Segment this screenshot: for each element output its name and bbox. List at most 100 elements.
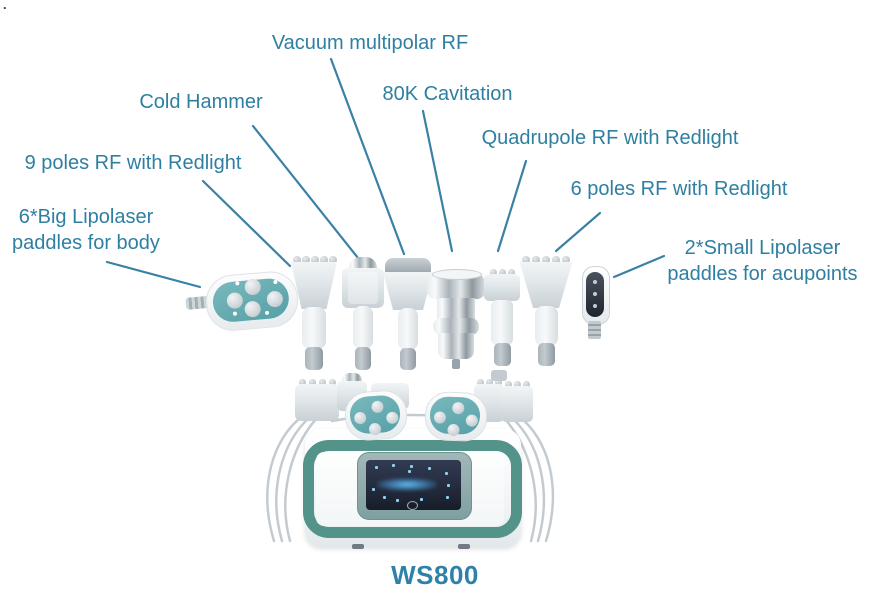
electrode-bump — [514, 381, 521, 388]
electrode-bump — [499, 269, 506, 276]
screen-ui-element — [392, 464, 395, 467]
screen-glow — [377, 478, 437, 491]
handpiece-handle — [491, 300, 513, 345]
cable-left — [284, 417, 318, 543]
cable-right — [509, 415, 546, 543]
docked-handpiece-head — [501, 381, 533, 423]
electrode-bump — [319, 379, 326, 386]
leader-line-quadrupole-rf — [496, 159, 528, 253]
cable-right — [515, 413, 555, 543]
small-paddle-connector — [588, 321, 601, 339]
electrode-bump — [329, 379, 336, 386]
handpiece-big-lipolaser-paddle — [184, 267, 301, 337]
screen-ui-element — [428, 467, 431, 470]
screen-ui-element — [372, 488, 375, 491]
screen-ui-element — [383, 496, 386, 499]
machine-teal-frame — [303, 440, 522, 538]
docked-handpiece-head — [295, 379, 339, 421]
screen-home-button — [407, 501, 418, 510]
electrode-bump — [477, 379, 484, 386]
cable-left — [266, 413, 306, 543]
handpiece-head — [519, 262, 573, 308]
cavitation-plate — [432, 269, 482, 280]
handpiece-tip — [305, 347, 323, 370]
leader-line-big-lipolaser — [105, 260, 202, 289]
handpiece-quadrupole-rf — [484, 269, 520, 367]
leader-line-small-lipolaser — [612, 254, 666, 279]
cavitation-neck — [437, 298, 475, 319]
product-model-name: WS800 — [391, 560, 479, 590]
docked-head-cap — [342, 373, 362, 383]
handpiece-cold-hammer — [342, 257, 384, 370]
handpiece-head — [484, 274, 520, 301]
screen-ui-element — [445, 472, 448, 475]
docked-handpiece-tip — [491, 370, 507, 381]
handpiece-tip — [400, 348, 416, 370]
electrode-bump — [542, 256, 550, 264]
label-small-lipolaser-line2: paddles for acupoints — [667, 263, 858, 285]
small-paddle-dot — [593, 292, 597, 296]
label-big-lipolaser-line2: paddles for body — [12, 232, 160, 254]
cable-left — [275, 415, 312, 543]
leader-line-vacuum-rf — [329, 57, 406, 256]
handpiece-handle — [398, 308, 418, 350]
leader-line-6-poles-rf — [554, 211, 602, 253]
screen-ui-element — [410, 465, 413, 468]
handpiece-handle — [302, 307, 326, 349]
label-80k-cavitation: 80K Cavitation — [382, 83, 513, 105]
electrode-bump — [299, 379, 306, 386]
cavitation-bulge — [433, 318, 479, 335]
leader-line-80k-cavitation — [421, 109, 454, 253]
docked-head-body — [295, 384, 339, 421]
electrode-bump — [486, 379, 493, 386]
electrode-bump — [532, 256, 540, 264]
head-facet — [348, 272, 378, 304]
electrode-bump — [309, 379, 316, 386]
label-vacuum-multipolar-rf: Vacuum multipolar RF — [271, 32, 469, 54]
electrode-bump — [508, 269, 515, 276]
machine-foot — [458, 544, 470, 549]
docked-lipolaser-paddle — [424, 390, 488, 443]
electrode-bump — [320, 256, 328, 264]
handpiece-handle — [353, 306, 373, 349]
handpiece-handle — [535, 306, 558, 346]
label-9-poles-rf: 9 poles RF with Redlight — [24, 152, 242, 174]
label-big-lipolaser: 6*Big Lipolaser paddles for body — [0, 204, 172, 256]
handpiece-80k-cavitation — [427, 269, 485, 372]
electrode-bump — [329, 256, 337, 264]
handpiece-head — [342, 268, 384, 308]
handpiece-vacuum-rf — [383, 258, 433, 370]
label-cold-hammer: Cold Hammer — [139, 91, 263, 113]
label-small-lipolaser: 2*Small Lipolaser paddles for acupoints — [652, 235, 873, 287]
screen-ui-element — [396, 499, 399, 502]
cable-right — [503, 417, 537, 543]
handpiece-9-poles-rf — [288, 256, 340, 370]
cavitation-base — [438, 333, 474, 359]
label-quadrupole-rf: Quadrupole RF with Redlight — [481, 127, 739, 149]
electrode-bump — [522, 256, 530, 264]
electrode-bump — [311, 256, 319, 264]
handpiece-head — [383, 272, 433, 310]
screen-ui-element — [375, 466, 378, 469]
electrode-bump — [562, 256, 570, 264]
screen-ui-element — [446, 496, 449, 499]
vacuum-cap — [385, 258, 431, 274]
handpiece-6-poles-rf — [519, 256, 573, 366]
small-paddle-dot — [593, 304, 597, 308]
touchscreen[interactable] — [366, 460, 461, 510]
docked-head-body — [501, 386, 533, 422]
machine-foot — [352, 544, 364, 549]
handpiece-tip — [355, 347, 371, 370]
electrode-bump — [302, 256, 310, 264]
handpiece-tip — [538, 343, 555, 366]
screen-ui-element — [420, 498, 423, 501]
electrode-bump — [505, 381, 512, 388]
screen-ui-element — [408, 470, 411, 473]
handpiece-tip — [494, 343, 511, 366]
electrode-bump — [490, 269, 497, 276]
leader-line-cold-hammer — [251, 124, 360, 260]
label-small-lipolaser-line1: 2*Small Lipolaser — [684, 237, 841, 259]
stray-mark: . — [3, 0, 7, 12]
